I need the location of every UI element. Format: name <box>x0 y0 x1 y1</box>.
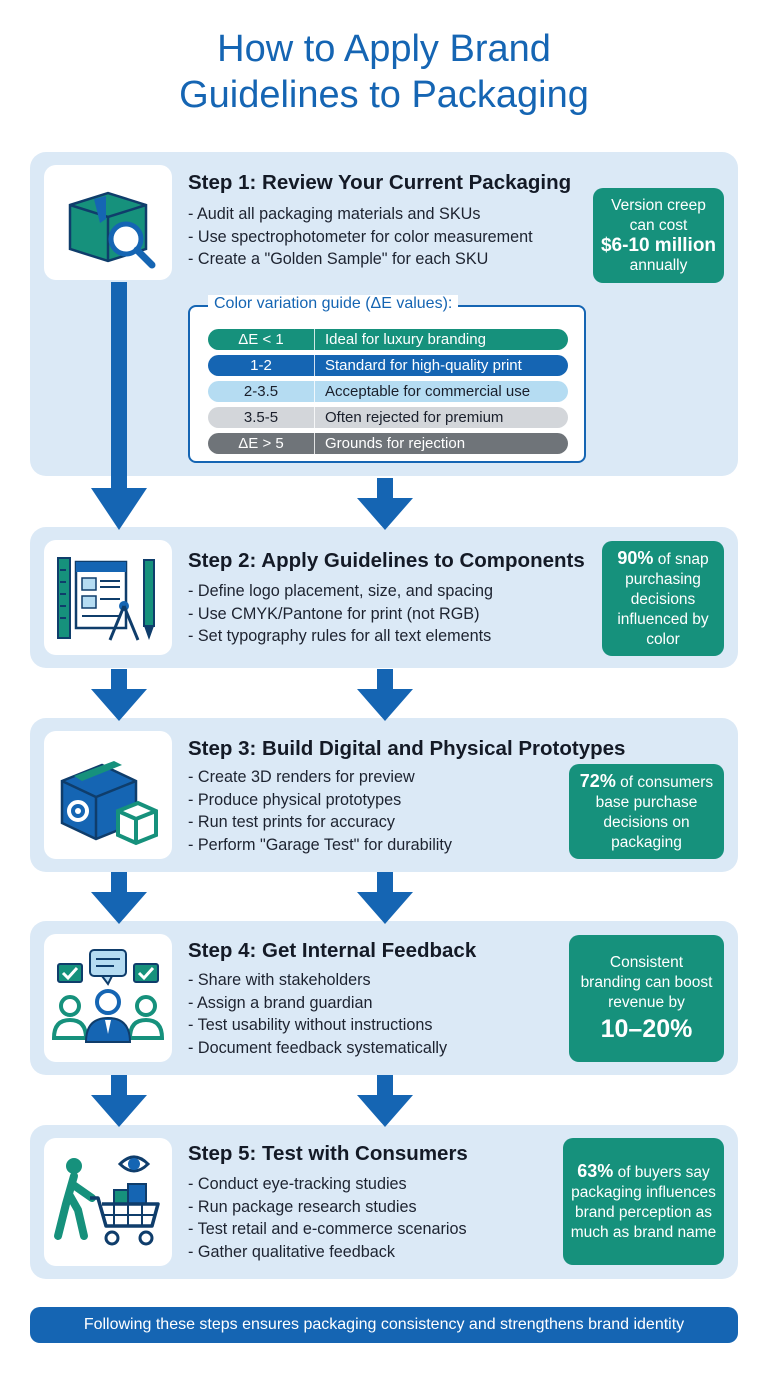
guide-row: ΔE < 1 Ideal for luxury branding <box>208 329 568 350</box>
guide-range: 3.5-5 <box>208 407 315 428</box>
list-item: - Document feedback systematically <box>188 1038 448 1057</box>
guide-title: Color variation guide (ΔE values): <box>208 295 459 313</box>
arrow-down-icon <box>91 872 147 926</box>
step-4-bullets: - Share with stakeholders - Assign a bra… <box>188 969 447 1059</box>
stat-text: of consumers base purchase decisions on … <box>595 773 714 851</box>
list-item: - Define logo placement, size, and spaci… <box>188 582 494 600</box>
shopper-eye-icon <box>44 1138 172 1266</box>
arrow-down-icon <box>357 478 413 532</box>
step-1-title: Step 1: Review Your Current Packaging <box>188 171 572 194</box>
stat-highlight: 63% <box>577 1160 614 1181</box>
step-1-bullets: - Audit all packaging materials and SKUs… <box>188 203 533 271</box>
stat-text: Version creep can cost <box>611 196 706 234</box>
list-item: - Gather qualitative feedback <box>188 1242 395 1261</box>
list-item: - Test usability without instructions <box>188 1016 433 1034</box>
stat-text: 63% of buyers say packaging influences b… <box>570 1161 718 1243</box>
list-item: - Perform "Garage Test" for durability <box>188 835 452 854</box>
arrow-down-icon <box>91 669 147 723</box>
list-item: - Set typography rules for all text elem… <box>188 627 492 645</box>
color-variation-guide: Color variation guide (ΔE values): ΔE < … <box>188 295 586 463</box>
title-line-1: How to Apply Brand <box>217 28 551 70</box>
list-item: - Use spectrophotometer for color measur… <box>188 227 533 246</box>
list-item: - Use CMYK/Pantone for print (not RGB) <box>188 604 480 623</box>
step-3-bullets: - Create 3D renders for preview - Produc… <box>188 766 452 856</box>
list-item: - Run test prints for accuracy <box>188 813 395 831</box>
3d-box-icon <box>44 731 172 859</box>
guide-row: 3.5-5 Often rejected for premium <box>208 407 568 428</box>
step-4-stat: Consistent branding can boost revenue by… <box>569 935 724 1062</box>
stat-text: 90% of snap purchasing decisions influen… <box>607 548 719 650</box>
stat-highlight: 90% <box>617 547 654 568</box>
design-tools-icon <box>44 540 172 655</box>
stat-highlight: $6-10 million <box>600 234 717 256</box>
arrow-down-icon <box>357 1075 413 1129</box>
step-5-stat: 63% of buyers say packaging influences b… <box>563 1138 724 1265</box>
guide-row: 2-3.5 Acceptable for commercial use <box>208 381 568 402</box>
step-3-stat: 72% of consumers base purchase decisions… <box>569 764 724 859</box>
list-item: - Create 3D renders for preview <box>188 768 415 786</box>
guide-desc: Often rejected for premium <box>325 409 504 426</box>
step-5-bullets: - Conduct eye-tracking studies - Run pac… <box>188 1173 467 1263</box>
title-line-2: Guidelines to Packaging <box>179 74 589 116</box>
list-item: - Produce physical prototypes <box>188 790 402 809</box>
stat-highlight: 10–20% <box>600 1014 693 1043</box>
guide-row: 1-2 Standard for high-quality print <box>208 355 568 376</box>
list-item: - Conduct eye-tracking studies <box>188 1175 407 1193</box>
stat-text: 72% of consumers base purchase decisions… <box>577 771 717 853</box>
box-magnifier-icon <box>44 165 172 280</box>
list-item: - Share with stakeholders <box>188 971 371 989</box>
guide-desc: Grounds for rejection <box>325 435 466 452</box>
guide-range: 1-2 <box>208 355 315 376</box>
step-2-bullets: - Define logo placement, size, and spaci… <box>188 580 493 648</box>
arrow-down-icon <box>357 669 413 723</box>
step-5-title: Step 5: Test with Consumers <box>188 1142 468 1165</box>
stat-text: of buyers say packaging influences brand… <box>570 1163 717 1241</box>
step-2-stat: 90% of snap purchasing decisions influen… <box>602 541 724 656</box>
guide-range: ΔE > 5 <box>208 433 315 454</box>
step-2-title: Step 2: Apply Guidelines to Components <box>188 549 585 572</box>
guide-desc: Standard for high-quality print <box>325 357 522 374</box>
step-1-stat: Version creep can cost $6-10 million ann… <box>593 188 724 283</box>
list-item: - Create a "Golden Sample" for each SKU <box>188 250 489 268</box>
page-title: How to Apply Brand Guidelines to Packagi… <box>0 26 768 118</box>
stat-text: Consistent branding can boost revenue by <box>580 953 713 1011</box>
arrow-down-icon <box>357 872 413 926</box>
arrow-down-icon <box>91 282 147 532</box>
arrow-down-icon <box>91 1075 147 1129</box>
list-item: - Run package research studies <box>188 1197 417 1216</box>
guide-row: ΔE > 5 Grounds for rejection <box>208 433 568 454</box>
team-feedback-icon <box>44 934 172 1062</box>
list-item: - Test retail and e-commerce scenarios <box>188 1220 467 1238</box>
footer-banner: Following these steps ensures packaging … <box>30 1307 738 1343</box>
stat-highlight: 72% <box>579 770 616 791</box>
guide-range: 2-3.5 <box>208 381 315 402</box>
list-item: - Assign a brand guardian <box>188 993 373 1012</box>
guide-desc: Ideal for luxury branding <box>325 331 486 348</box>
stat-text: annually <box>629 256 688 274</box>
step-4-title: Step 4: Get Internal Feedback <box>188 939 477 962</box>
stat-text: of snap purchasing decisions influenced … <box>617 550 709 648</box>
guide-range: ΔE < 1 <box>208 329 315 350</box>
list-item: - Audit all packaging materials and SKUs <box>188 205 481 223</box>
guide-desc: Acceptable for commercial use <box>325 383 531 400</box>
step-3-title: Step 3: Build Digital and Physical Proto… <box>188 737 626 760</box>
